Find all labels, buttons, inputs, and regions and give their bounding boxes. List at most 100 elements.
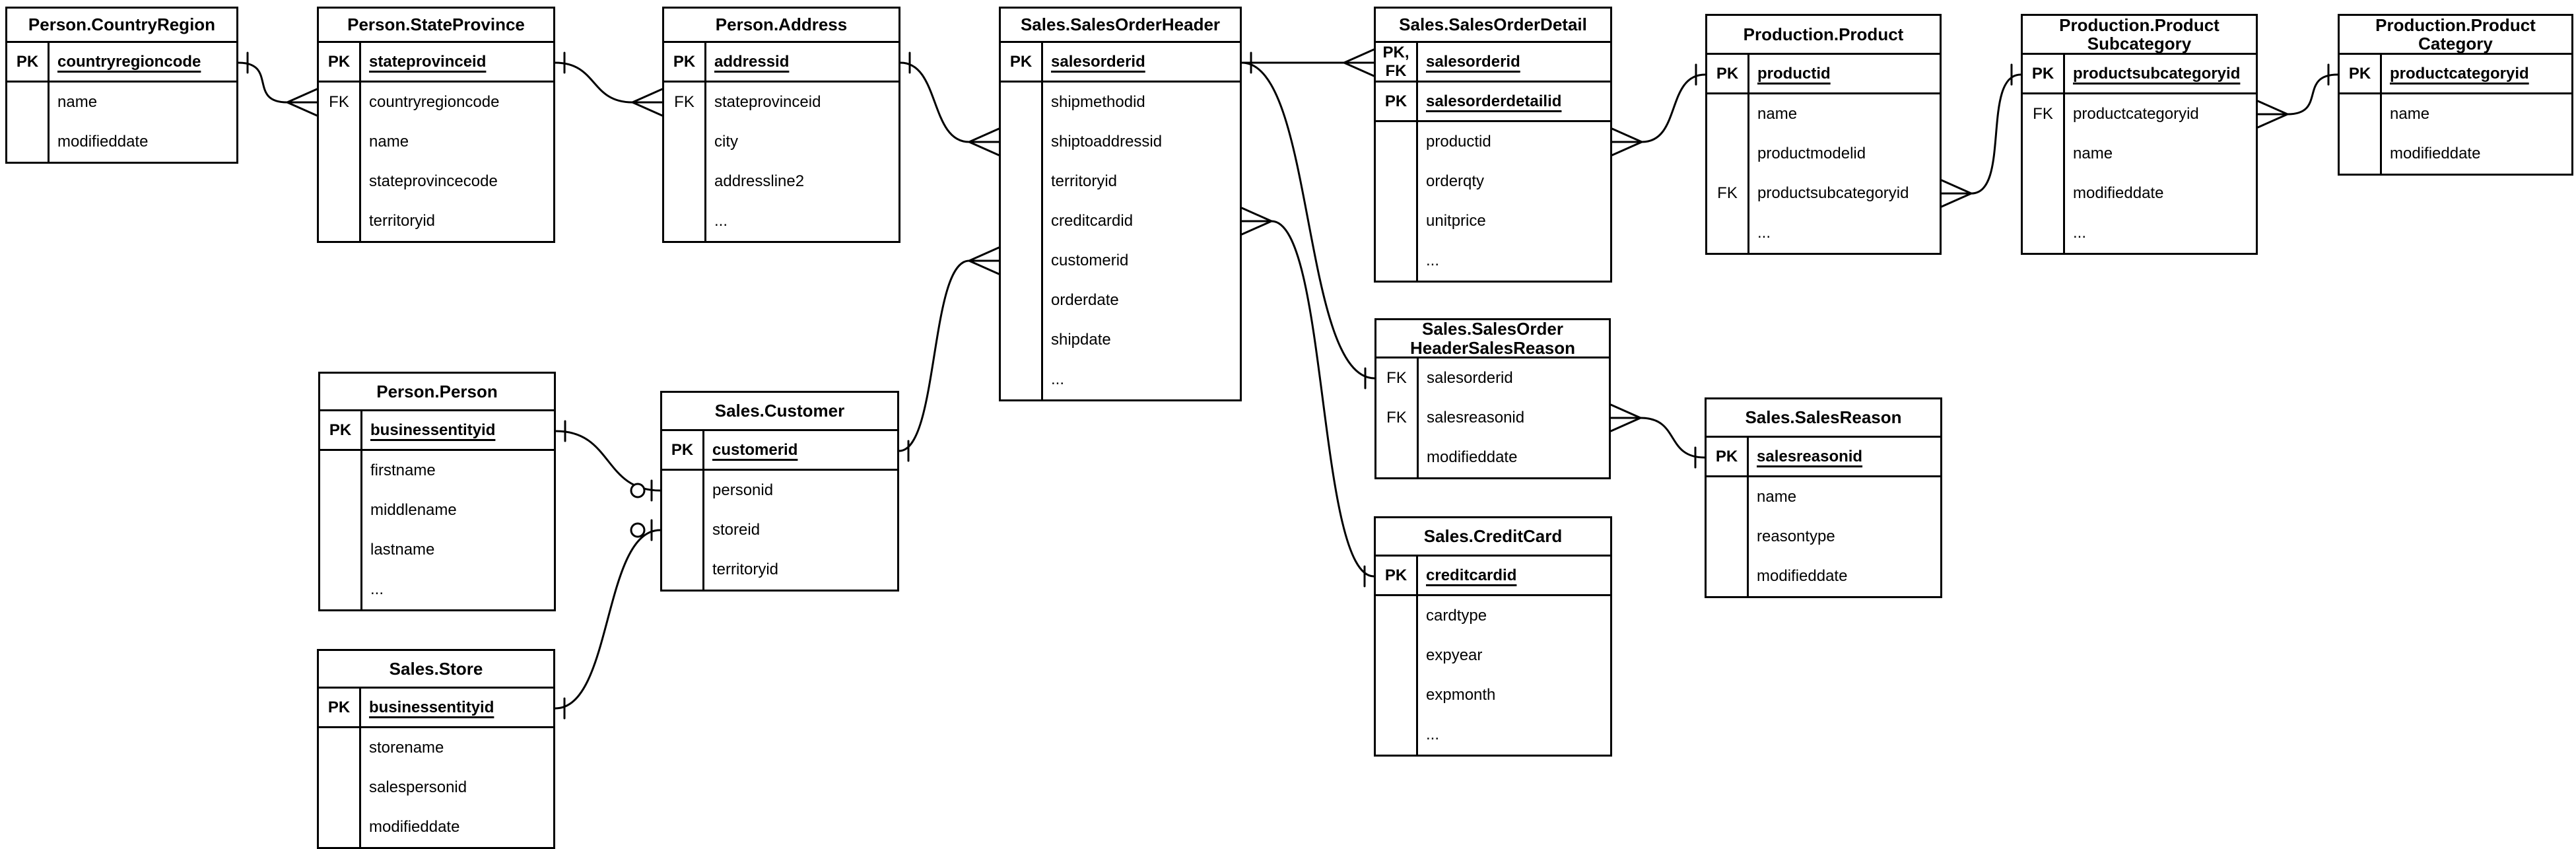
relationship-person_person.businessentityid-to-sales_customer.personid <box>555 420 661 502</box>
key-label <box>1001 83 1043 122</box>
table-row: name <box>1707 477 1940 517</box>
key-label: FK <box>319 83 361 122</box>
key-label <box>2023 174 2065 213</box>
table-row: PK productsubcategoryid <box>2023 55 2256 94</box>
field-name: ... <box>714 212 728 230</box>
field-name: addressline2 <box>714 172 805 190</box>
entity-title: Sales.Customer <box>662 393 897 431</box>
relationship-production_product_subcategory.productcategoryid-to-production_product_category.productcategoryid <box>2256 63 2339 129</box>
table-row: PK countryregioncode <box>7 43 236 83</box>
key-label <box>1376 675 1418 715</box>
field-name: modifieddate <box>369 818 460 836</box>
field-name: businessentityid <box>369 698 494 716</box>
key-label <box>2023 213 2065 253</box>
table-row: storename <box>319 728 553 768</box>
field-name: territoryid <box>1051 172 1118 190</box>
relationship-sales_order_detail.productid-to-production_product.productid <box>1611 63 1707 156</box>
entity-title: Sales.SalesReason <box>1707 399 1940 438</box>
field-name: ... <box>1426 252 1440 269</box>
table-row: shipmethodid <box>1001 83 1240 122</box>
field-name: storeid <box>712 521 761 539</box>
key-label <box>1707 94 1749 134</box>
key-label <box>320 451 362 491</box>
table-row: middlename <box>320 491 554 530</box>
field-name: name <box>1757 488 1797 506</box>
key-label <box>1376 162 1418 201</box>
key-label <box>1707 134 1749 174</box>
field-name: modifieddate <box>1427 448 1518 466</box>
table-row: productmodelid <box>1707 134 1940 174</box>
key-label: PK <box>1376 83 1418 120</box>
entity-title: Person.Address <box>664 9 898 43</box>
field-name: salesreasonid <box>1427 409 1525 426</box>
table-row: modifieddate <box>2340 134 2571 174</box>
field-name: storename <box>369 739 444 757</box>
table-row: salespersonid <box>319 768 553 807</box>
key-label <box>1376 438 1419 477</box>
field-name: addressid <box>714 52 790 71</box>
field-name: territoryid <box>369 212 436 230</box>
key-label <box>320 530 362 570</box>
field-name: customerid <box>1051 252 1129 269</box>
key-label <box>2340 134 2382 174</box>
key-label <box>7 83 50 122</box>
table-row: ... <box>320 570 554 609</box>
key-label: PK <box>2023 55 2065 92</box>
key-label <box>1707 477 1749 517</box>
table-row: ... <box>1376 715 1610 755</box>
field-name: countryregioncode <box>57 52 201 71</box>
field-name: ... <box>2073 224 2087 242</box>
table-row: firstname <box>320 451 554 491</box>
field-name: personid <box>712 481 774 499</box>
key-label <box>319 807 361 847</box>
field-name: productsubcategoryid <box>2073 64 2241 83</box>
table-row: expyear <box>1376 636 1610 675</box>
key-label <box>7 122 50 162</box>
field-name: cardtype <box>1426 607 1487 625</box>
key-label: PK <box>7 43 50 81</box>
field-name: middlename <box>370 501 457 519</box>
key-label <box>319 162 361 201</box>
relationship-person_address.addressid-to-sales_order_header.shiptoaddressid <box>899 51 1000 156</box>
field-name: customerid <box>712 440 798 459</box>
table-row: addressline2 <box>664 162 898 201</box>
key-label: FK <box>1376 358 1419 398</box>
field-name: ... <box>1757 224 1771 242</box>
key-label: FK <box>1707 174 1749 213</box>
entity-title: Sales.SalesOrderDetail <box>1376 9 1610 43</box>
entity-title: Sales.Store <box>319 651 553 689</box>
table-row: shiptoaddressid <box>1001 122 1240 162</box>
entity-title: Sales.SalesOrder HeaderSalesReason <box>1376 320 1609 358</box>
key-label: PK <box>1376 557 1418 594</box>
key-label: PK <box>1001 43 1043 81</box>
field-name: salesorderdetailid <box>1426 92 1562 110</box>
relationship-sales_store.businessentityid-to-sales_customer.storeid <box>554 519 661 720</box>
key-label: PK <box>2340 55 2382 92</box>
table-row: stateprovincecode <box>319 162 553 201</box>
field-name: modifieddate <box>2390 145 2481 162</box>
field-name: orderdate <box>1051 291 1119 309</box>
key-label <box>1001 241 1043 281</box>
table-row: lastname <box>320 530 554 570</box>
field-name: creditcardid <box>1051 212 1134 230</box>
table-row: modifieddate <box>1376 438 1609 477</box>
field-name: stateprovincecode <box>369 172 498 190</box>
